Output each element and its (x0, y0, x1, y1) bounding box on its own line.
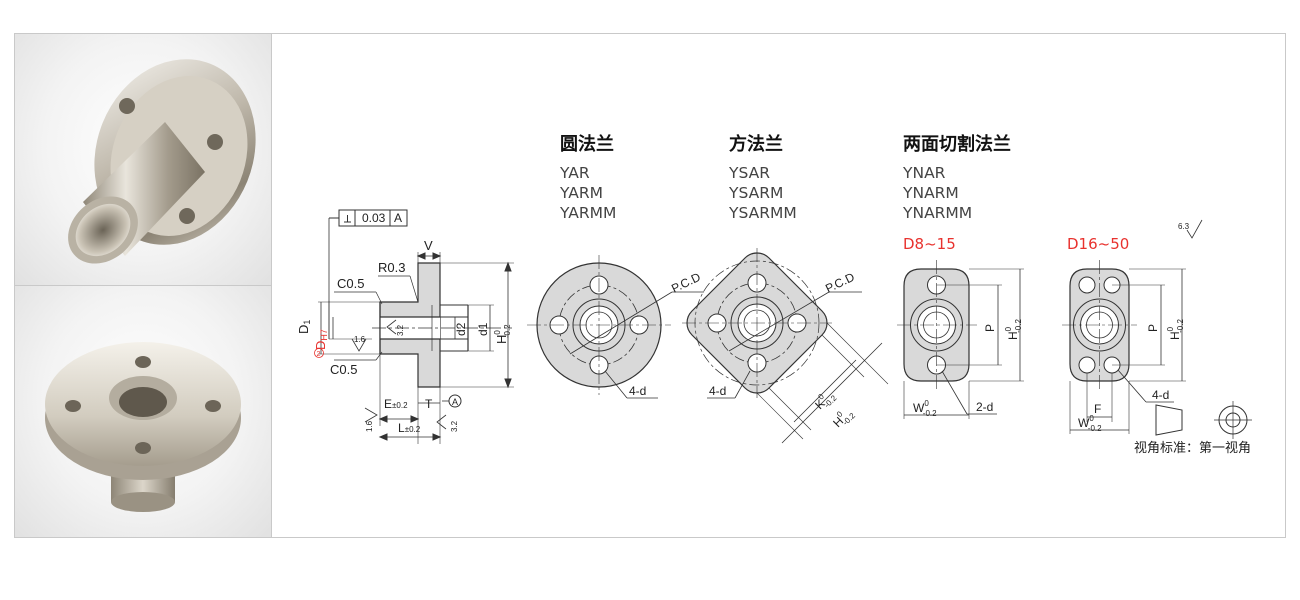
product-photo-column (15, 34, 272, 537)
model-ysar: YSAR (728, 164, 770, 182)
product-photo-top (15, 286, 271, 537)
roughness-general: 6.3 (1178, 222, 1190, 231)
size-range-small: D8~15 (903, 235, 956, 253)
dim-d1-small: d1 (476, 322, 490, 336)
product-frame: 圆法兰 YAR YARM YARMM 方法兰 YSAR YSARM YSARMM… (14, 33, 1286, 538)
dim-p-small: P (983, 324, 997, 332)
square-flange-view (682, 248, 889, 444)
flanged-bushing-top-illustration (45, 342, 241, 512)
dim-d-h7: DH7 (313, 329, 329, 350)
datum-circle-label: A (452, 397, 458, 407)
datum-label: A (394, 211, 402, 225)
marker-2: 2 (317, 351, 321, 358)
dim-w-small: W0-0.2 (913, 399, 937, 418)
holes-square-label: 4-d (709, 384, 726, 398)
dim-r: R0.3 (378, 260, 405, 275)
model-ynar: YNAR (902, 164, 946, 182)
product-photo-side (15, 34, 271, 286)
dim-t: T (425, 397, 433, 411)
dim-e: E±0.2 (384, 397, 408, 411)
round-flange-view (527, 255, 704, 399)
projection-note: 视角标准：第一视角 (1134, 441, 1251, 456)
cut-flange-small-view (897, 260, 1024, 419)
dim-l: L±0.2 (398, 421, 421, 435)
dim-d2: d2 (454, 322, 468, 336)
holes-large-label: 4-d (1152, 388, 1169, 402)
first-angle-projection-icon (1155, 401, 1252, 439)
model-yar: YAR (559, 164, 590, 182)
dim-h-section: H0-0.2 (493, 324, 512, 344)
roughness-3-2-a: 3.2 (396, 324, 405, 336)
dim-h-square: H0-0.2 (829, 404, 858, 433)
roughness-3-2-b: 3.2 (450, 420, 459, 432)
dim-d1-large: D1 (296, 320, 312, 334)
technical-drawing-area: 圆法兰 YAR YARM YARMM 方法兰 YSAR YSARM YSARMM… (272, 34, 1285, 537)
roughness-1-6-a: 1.6 (354, 335, 366, 344)
dim-v: V (424, 238, 433, 253)
dim-f: F (1094, 402, 1101, 416)
model-yarmm: YARMM (559, 204, 616, 222)
group-title-cut: 两面切割法兰 (903, 133, 1011, 155)
model-ynarmm: YNARMM (902, 204, 972, 222)
dim-chamfer-top: C0.5 (337, 276, 364, 291)
model-ynarm: YNARM (902, 184, 959, 202)
model-ysarmm: YSARMM (728, 204, 797, 222)
dim-p-large: P (1146, 324, 1160, 332)
flatness-tolerance: 0.03 (362, 211, 386, 225)
dim-chamfer-bottom: C0.5 (330, 362, 357, 377)
holes-round-label: 4-d (629, 384, 646, 398)
holes-small-label: 2-d (976, 400, 993, 414)
roughness-1-6-b: 1.6 (365, 420, 374, 432)
technical-drawing: 圆法兰 YAR YARM YARMM 方法兰 YSAR YSARM YSARMM… (296, 133, 1252, 456)
size-range-large: D16~50 (1067, 235, 1129, 253)
section-view (318, 209, 514, 444)
group-title-square: 方法兰 (729, 133, 783, 155)
cut-flange-large-view (1062, 260, 1186, 434)
model-ysarm: YSARM (728, 184, 783, 202)
dim-w-large: W0-0.2 (1078, 414, 1102, 433)
group-title-round: 圆法兰 (560, 133, 614, 155)
roughness-general-icon (1186, 219, 1203, 239)
flanged-bushing-side-illustration (68, 59, 256, 264)
dim-h-small: H0-0.2 (1004, 319, 1023, 340)
dim-h-large: H0-0.2 (1166, 319, 1185, 340)
model-yarm: YARM (559, 184, 603, 202)
